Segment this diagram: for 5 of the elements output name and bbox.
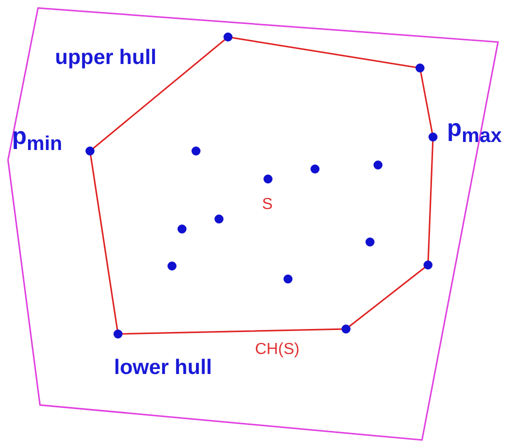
- point-label: p$_{min}$: [12, 124, 62, 155]
- set-label: S: [262, 196, 273, 214]
- hull-label: lower hull: [114, 356, 212, 380]
- hull-label: upper hull: [55, 46, 156, 70]
- hull-label: CH(S): [255, 341, 300, 359]
